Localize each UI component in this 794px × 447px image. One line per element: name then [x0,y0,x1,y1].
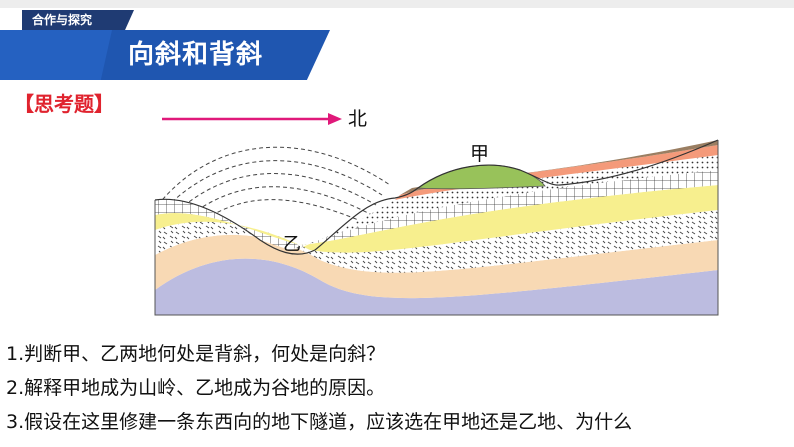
fold-diagram: 北 甲 乙 [154,108,719,316]
page-title: 向斜和背斜 [128,40,264,70]
layer-yellow [155,185,718,253]
north-label: 北 [348,108,367,130]
layer-lavender [155,258,718,315]
layer-dashed [155,210,718,273]
think-label: 【思考题】 [14,92,114,116]
question-3: 3.假设在这里修建一条东西向的地下隧道，应该选在甲地还是乙地、为什么 [6,411,633,433]
layer-peach [155,234,718,299]
label-jia: 甲 [470,143,489,165]
section-tag: 合作与探究 [22,10,134,30]
layer-dotted [290,155,718,250]
top-strip [0,0,794,8]
title-bar-highlight [0,30,112,80]
layer-grid [155,170,718,250]
question-1: 1.判断甲、乙两地何处是背斜，何处是向斜？ [6,343,386,365]
label-yi: 乙 [283,234,301,255]
question-2: 2.解释甲地成为山岭、乙地成为谷地的原因。 [6,377,386,399]
north-arrow-head [328,113,342,125]
diagram-frame [154,140,719,316]
terrain-outline [154,139,719,255]
